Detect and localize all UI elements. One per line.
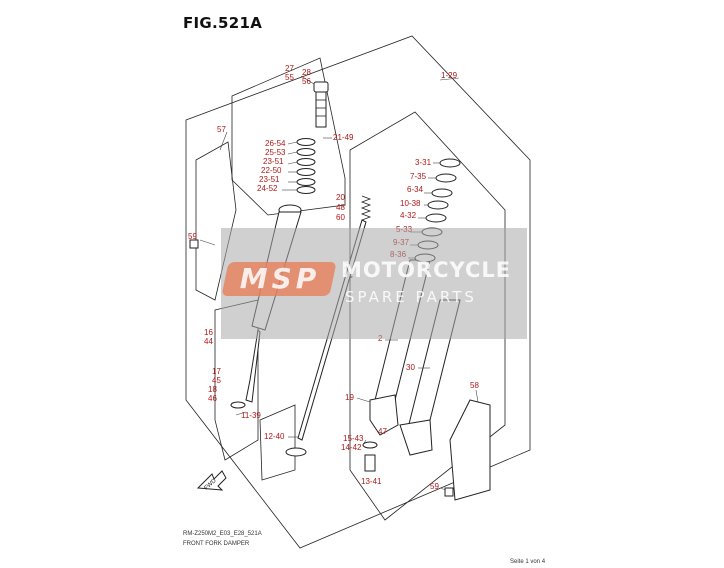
label-45: 45: [212, 376, 221, 385]
fork-guard: [449, 399, 491, 501]
label-7-35: 7-35: [410, 172, 427, 181]
model-code: RM-Z250M2_E03_E28_521A: [183, 531, 262, 537]
bolt-13-41: [362, 441, 378, 472]
label-16: 16: [204, 328, 213, 337]
label-58: 58: [470, 381, 479, 390]
watermark-panel: MSP MOTORCYCLE SPARE PARTS: [221, 228, 527, 339]
label-23-51a: 23-51: [263, 157, 284, 166]
label-44: 44: [204, 337, 213, 346]
label-21-49: 21-49: [333, 133, 354, 142]
outer-tube-group-outline: [349, 111, 506, 521]
watermark-line1: MOTORCYCLE: [341, 258, 512, 282]
label-15-43: 15-43: [343, 434, 364, 443]
label-14-42: 14-42: [341, 443, 362, 452]
label-46: 46: [208, 394, 217, 403]
label-55: 55: [285, 73, 294, 82]
label-47: 47: [378, 427, 387, 436]
damper-group-outline: [259, 404, 296, 481]
label-56: 56: [302, 77, 311, 86]
label-17: 17: [212, 367, 221, 376]
label-6-34: 6-34: [407, 185, 424, 194]
bottom-ring: [285, 447, 307, 457]
label-10-38: 10-38: [400, 199, 421, 208]
label-59a: 59: [188, 232, 197, 241]
label-13-41: 13-41: [361, 477, 382, 486]
label-19: 19: [345, 393, 354, 402]
label-48: 48: [336, 203, 345, 212]
label-18: 18: [208, 385, 217, 394]
watermark-logo-text: MSP: [239, 262, 321, 295]
label-20: 20: [336, 193, 345, 202]
label-22-50: 22-50: [261, 166, 282, 175]
fwd-arrow-icon: FWD: [196, 470, 227, 492]
screw-59-right: [444, 487, 454, 497]
label-57: 57: [217, 125, 226, 134]
page-indicator: Seite 1 von 4: [510, 559, 546, 565]
label-1-29: 1-29: [441, 71, 458, 80]
screw-59-left: [189, 239, 199, 249]
axle-holder-lower: [399, 419, 433, 456]
outer-assembly-outline: [185, 35, 531, 549]
cap-bolt: [313, 81, 329, 128]
label-11-39: 11-39: [241, 411, 261, 420]
watermark-line2: SPARE PARTS: [345, 288, 477, 306]
label-25-53: 25-53: [265, 148, 286, 157]
label-24-52: 24-52: [257, 184, 278, 193]
seal-ring-stack: [296, 138, 316, 194]
label-60: 60: [336, 213, 345, 222]
figure-caption: FRONT FORK DAMPER: [183, 541, 250, 547]
label-4-32: 4-32: [400, 211, 417, 220]
cap-bolt-group-outline: [231, 57, 346, 216]
label-12-40: 12-40: [264, 432, 285, 441]
figure-title: FIG.521A: [183, 14, 263, 32]
label-26-54: 26-54: [265, 139, 286, 148]
label-23-51b: 23-51: [259, 175, 280, 184]
label-30: 30: [406, 363, 415, 372]
label-28: 28: [302, 68, 311, 77]
label-27: 27: [285, 64, 294, 73]
label-59b: 59: [430, 482, 439, 491]
label-3-31: 3-31: [415, 158, 432, 167]
leader-lines: [199, 75, 479, 491]
